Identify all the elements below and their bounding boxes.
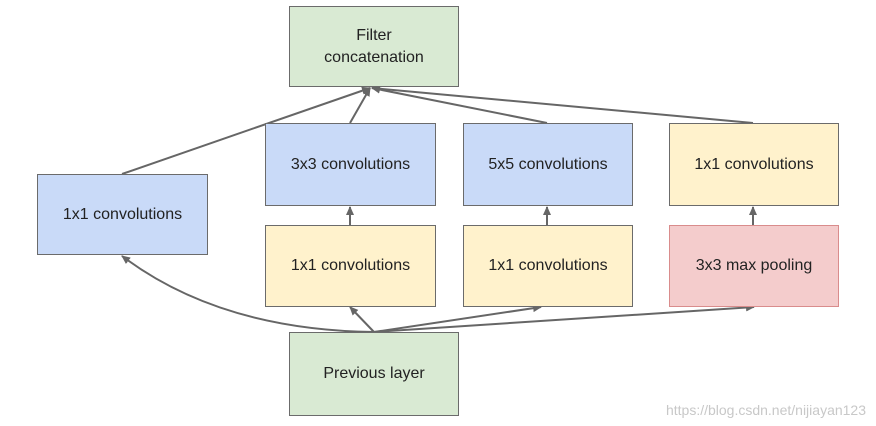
conv1x1-reduce-5x5-box: 1x1 convolutions bbox=[463, 225, 633, 307]
edge-conv5x5-to-concat bbox=[371, 85, 548, 124]
edge-prev-to-maxpool bbox=[373, 303, 755, 333]
conv5x5-label: 5x5 convolutions bbox=[488, 155, 608, 173]
watermark-text: https://blog.csdn.net/nijiayan123 bbox=[665, 402, 866, 418]
conv1x1-right-top-box: 1x1 convolutions bbox=[669, 123, 839, 206]
conv3x3-label: 3x3 convolutions bbox=[290, 155, 411, 173]
maxpool-3x3-box: 3x3 max pooling bbox=[669, 225, 839, 307]
conv3x3-box: 3x3 convolutions bbox=[265, 123, 436, 206]
edge-conv1x1-left-to-concat bbox=[121, 86, 371, 175]
previous-layer-label: Previous layer bbox=[323, 365, 425, 382]
conv1x1-reduce-3x3-box: 1x1 convolutions bbox=[265, 225, 436, 307]
filter-concatenation-box: Filter concatenation bbox=[289, 6, 459, 87]
conv1x1-left-label: 1x1 convolutions bbox=[62, 205, 183, 223]
conv1x1-left-box: 1x1 convolutions bbox=[37, 174, 208, 255]
edge-conv3x3-to-concat bbox=[349, 87, 371, 124]
edge-prev-to-reduce3x3 bbox=[349, 306, 375, 333]
maxpool-3x3-label: 3x3 max pooling bbox=[695, 257, 813, 274]
edge-conv1x1-right-to-concat bbox=[371, 84, 754, 124]
conv1x1-reduce-5x5-label: 1x1 convolutions bbox=[488, 257, 608, 274]
filter-concatenation-label: Filter concatenation bbox=[324, 26, 424, 66]
edge-prev-to-reduce5x5 bbox=[373, 304, 542, 333]
previous-layer-box: Previous layer bbox=[289, 332, 459, 416]
conv1x1-reduce-3x3-label: 1x1 convolutions bbox=[290, 257, 411, 274]
conv1x1-right-top-label: 1x1 convolutions bbox=[694, 155, 814, 173]
conv5x5-box: 5x5 convolutions bbox=[463, 123, 633, 206]
edge-prev-to-conv1x1-left bbox=[121, 255, 375, 333]
